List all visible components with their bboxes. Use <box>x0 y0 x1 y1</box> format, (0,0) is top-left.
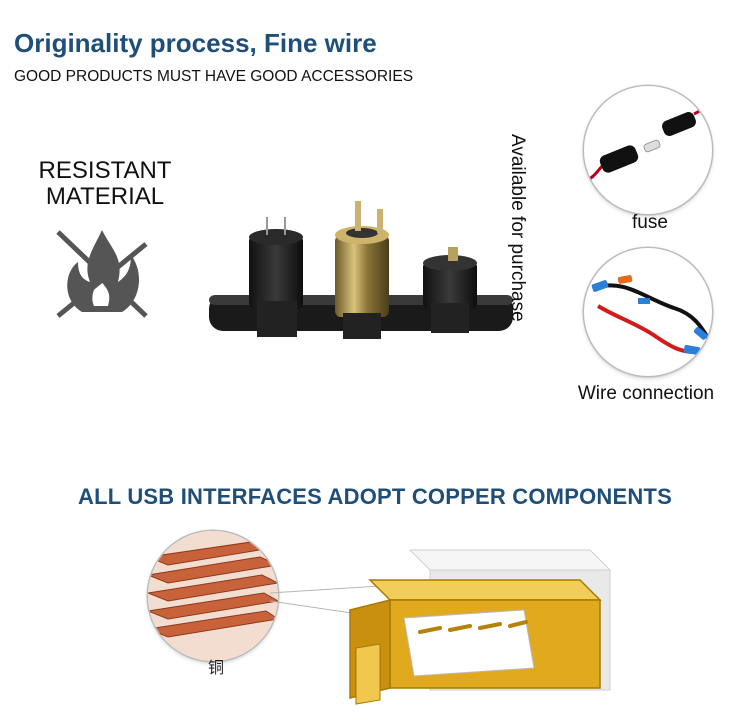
resistant-material-label: RESISTANT MATERIAL <box>38 157 172 210</box>
usb-port-illustration <box>349 549 612 705</box>
fuse-image <box>584 86 712 214</box>
copper-icon <box>148 531 278 661</box>
wire-connection-label: Wire connection <box>577 383 715 404</box>
wire-connector-icon <box>591 275 710 356</box>
wire-connection-image <box>584 248 712 376</box>
page-subtitle: GOOD PRODUCTS MUST HAVE GOOD ACCESSORIES <box>14 68 414 85</box>
page-title: Originality process, Fine wire <box>14 28 377 58</box>
socket-panel-image <box>209 201 513 339</box>
copper-label: 铜 <box>207 660 224 677</box>
available-for-purchase-text: Available for purchase <box>507 134 528 322</box>
copper-sheets-image <box>148 531 278 661</box>
usb-section-title: ALL USB INTERFACES ADOPT COPPER COMPONEN… <box>78 484 672 509</box>
fuse-icon <box>584 102 712 184</box>
fuse-label: fuse <box>632 212 668 233</box>
no-flame-icon <box>56 230 148 318</box>
